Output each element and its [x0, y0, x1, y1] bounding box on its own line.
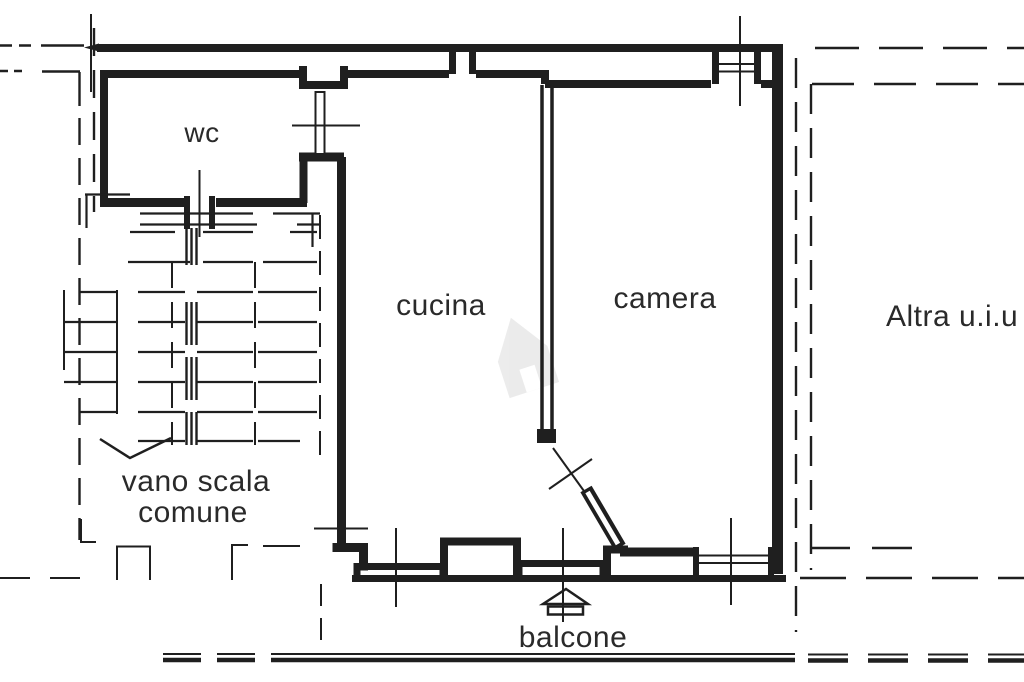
label-camera: camera	[613, 282, 716, 315]
common-area-boundary	[0, 28, 321, 540]
axis-lines	[90, 14, 741, 622]
watermark-logo	[497, 317, 560, 399]
interior-walls	[100, 66, 774, 552]
window-top-cucina	[449, 51, 476, 74]
label-comune: comune	[138, 496, 248, 529]
stair-rail	[185, 228, 198, 445]
stair-treads	[64, 230, 317, 443]
window-camera-south	[693, 547, 774, 575]
stair-direction-arrow	[99, 436, 172, 460]
label-vano-scala: vano scala	[122, 465, 270, 498]
door-cucina-camera	[548, 447, 626, 551]
balcony-slab	[163, 584, 1024, 663]
entry-door	[314, 91, 326, 155]
label-wc: wc	[183, 117, 219, 148]
adjacent-unit-boundary	[794, 46, 1024, 632]
bottom-walls	[332, 537, 786, 582]
label-balcone: balcone	[519, 621, 628, 654]
stairwell	[0, 193, 320, 580]
label-cucina: cucina	[396, 289, 486, 322]
threshold-symbol	[538, 587, 593, 616]
window-top-camera	[712, 51, 761, 84]
label-altra-uiu: Altra u.i.u	[886, 300, 1018, 333]
